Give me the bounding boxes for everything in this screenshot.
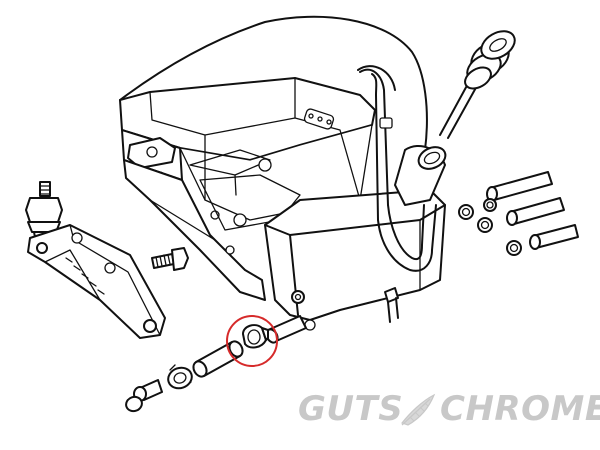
hose-clamp-highlighted <box>226 315 278 367</box>
watermark-text-right: CHROME <box>440 389 600 429</box>
hose-clamp-right-4 <box>506 240 522 256</box>
hose-clamp-right-3 <box>483 198 497 212</box>
filler-neck <box>394 145 447 206</box>
dipstick <box>439 30 516 139</box>
watermark-text-left: GUTS <box>298 389 403 429</box>
battery-box <box>119 77 376 301</box>
feather-icon <box>400 393 436 426</box>
watermark-logo: GUTS CHROME <box>298 389 600 429</box>
highlight-circle <box>226 315 278 367</box>
hose-clamp-right-1 <box>458 204 474 220</box>
clamp-lower-left <box>167 364 193 390</box>
mounting-bracket <box>27 224 166 339</box>
bolt <box>151 247 189 271</box>
fitting-lower-left <box>125 379 163 413</box>
hose-set-right <box>458 171 579 256</box>
vent-tube <box>359 68 437 272</box>
hose-clamp-right-2 <box>477 217 493 233</box>
oil-tank <box>264 189 446 331</box>
